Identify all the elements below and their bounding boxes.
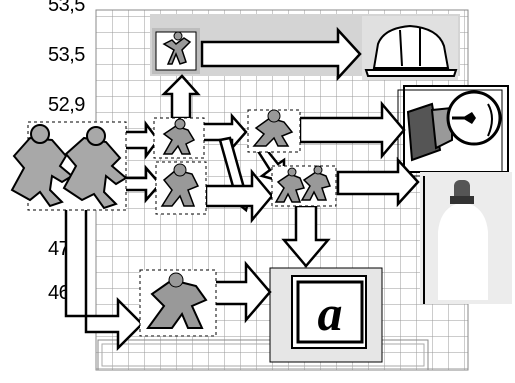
figure-stepping-icon — [155, 161, 207, 215]
axis-label-2: 53,5 — [48, 44, 85, 66]
axis-label-3: 52,9 — [48, 94, 85, 116]
figure-striding-icon — [139, 269, 217, 337]
arrow-top-to-helmet — [200, 26, 362, 82]
arrow-to-lightbulb — [298, 100, 406, 160]
lightbulb-icon — [397, 85, 509, 177]
figure-walking-icon — [247, 109, 301, 153]
letter-a-glyph: a — [318, 285, 343, 341]
flow-arrows — [64, 26, 420, 352]
figure-jumping-icon — [152, 28, 200, 74]
arrow-down-to-card — [281, 204, 331, 268]
people-cluster-icon — [10, 121, 128, 211]
arrow-cluster-to-lower — [122, 164, 162, 204]
arrow-up — [160, 74, 201, 120]
bottle-icon — [420, 172, 512, 304]
arrow-cluster-down — [64, 206, 144, 352]
figure-running-icon — [153, 117, 205, 159]
axis-label-1: 53,5 — [48, 0, 85, 16]
letter-a-card-icon: a — [269, 267, 383, 363]
arrow-to-bottle — [336, 156, 420, 208]
arrow-cluster-to-mid — [122, 120, 160, 160]
arrow-lower-mid — [204, 168, 274, 224]
hard-hat-icon — [362, 16, 458, 80]
axis-label-5: 46 — [48, 282, 70, 304]
figure-pair-icon — [271, 165, 337, 207]
arrow-bottom-to-card — [212, 260, 272, 324]
arrow-mid-right — [200, 112, 248, 152]
